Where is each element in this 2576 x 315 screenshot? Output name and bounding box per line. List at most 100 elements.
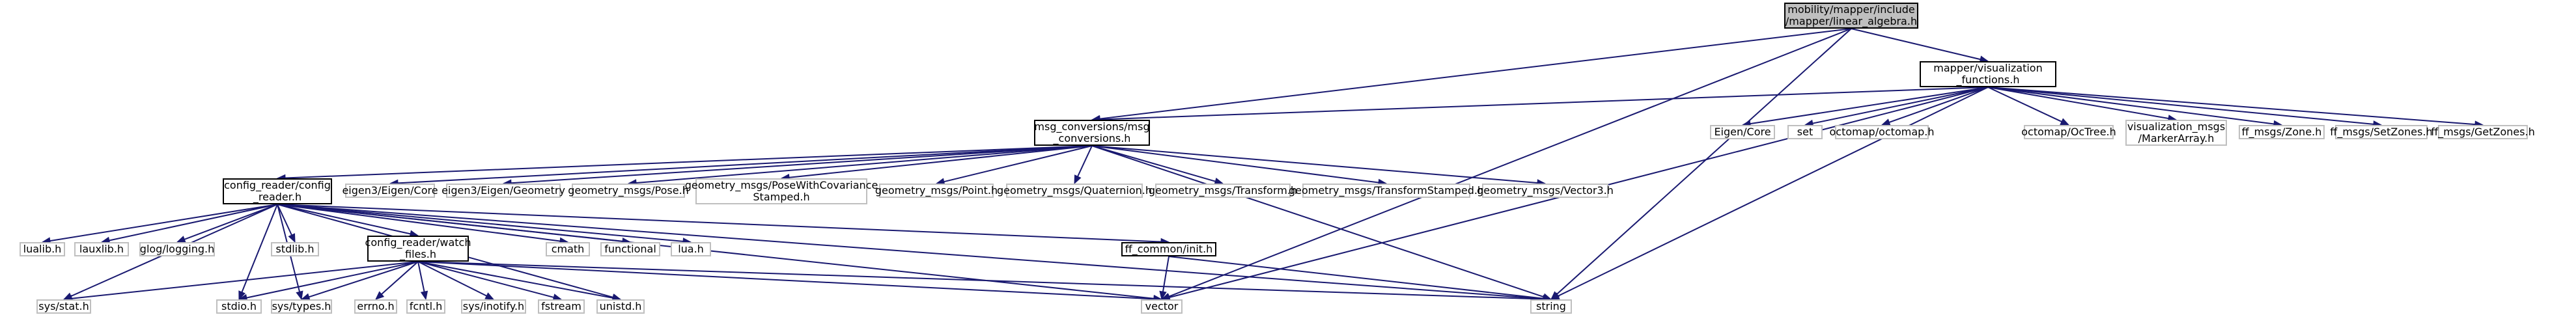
edge-msg-to-transform xyxy=(1091,145,1216,182)
edge-watch-to-systypes xyxy=(309,261,419,298)
node-cmath: cmath xyxy=(546,242,590,256)
edge-msg-to-cfg xyxy=(285,145,1093,179)
edge-cfg-to-watch xyxy=(277,204,411,235)
node-mapper-visualization-functions-h[interactable]: mapper/visualization _functions.h xyxy=(1920,61,2056,87)
edge-root-to-vector xyxy=(1168,28,1852,297)
edge-cfg-to-luah xyxy=(277,204,684,242)
node-fstream: fstream xyxy=(538,299,585,314)
edge-root-to-string xyxy=(1556,28,1852,295)
edge-watch-to-fstream xyxy=(417,261,554,298)
edge-vis-to-marker xyxy=(1987,87,2169,119)
node-geometry-msgs-pose-h: geometry_msgs/Pose.h xyxy=(568,184,689,198)
node-geometry-msgs-point-h: geometry_msgs/Point.h xyxy=(875,184,998,198)
edge-cfg-to-glog xyxy=(184,204,278,240)
edge-vis-to-set xyxy=(1812,87,1989,124)
edge-cfg-to-cmath xyxy=(277,204,561,242)
node-eigen3-eigen-core: eigen3/Eigen/Core xyxy=(342,184,438,198)
node-ff-common-init-h[interactable]: ff_common/init.h xyxy=(1121,242,1216,256)
edge-msg-to-point xyxy=(944,145,1093,183)
edge-ffinit-to-vector xyxy=(1162,256,1169,292)
edge-msg-to-vector3 xyxy=(1091,145,1538,184)
edge-watch-to-stdio xyxy=(246,261,419,299)
node-errno-h: errno.h xyxy=(354,299,397,314)
edge-vis-to-octomap xyxy=(1888,87,1989,123)
node-geometry-msgs-transform-h: geometry_msgs/Transform.h xyxy=(1148,184,1298,198)
node-octomap-octree-h: octomap/OcTree.h xyxy=(2021,125,2116,139)
edge-msg-to-tfstamped xyxy=(1091,145,1379,184)
arrowhead-ffinit-to-vector xyxy=(1159,290,1167,301)
node-string: string xyxy=(1530,299,1572,314)
node-octomap-octomap-h: octomap/octomap.h xyxy=(1829,125,1935,139)
edge-cfg-to-lauxlib xyxy=(109,204,278,241)
edge-vis-to-octree xyxy=(1987,87,2062,122)
node-unistd-h: unistd.h xyxy=(596,299,645,314)
node-ff-msgs-zone-h: ff_msgs/Zone.h xyxy=(2239,125,2325,139)
edge-vis-to-setzones xyxy=(1987,87,2374,125)
edge-cfg-to-string xyxy=(277,204,1544,300)
node-vector: vector xyxy=(1141,299,1183,314)
edge-msg-to-quat xyxy=(1077,145,1093,177)
edge-cfg-to-stdlib xyxy=(277,204,292,236)
node-stdlib-h: stdlib.h xyxy=(271,242,319,256)
node-geometry-msgs-vector3-h: geometry_msgs/Vector3.h xyxy=(1477,184,1614,198)
node-glog-logging-h: glog/logging.h xyxy=(139,242,215,256)
edge-vis-to-msg xyxy=(1099,87,1989,120)
edge-cfg-to-ffinit xyxy=(277,204,1162,243)
node-config-reader-config-reader-h[interactable]: config_reader/config _reader.h xyxy=(223,178,332,204)
dependency-edges xyxy=(41,28,2484,303)
arrowhead-watch-to-errno xyxy=(375,291,385,300)
arrowhead-watch-to-inotify xyxy=(484,292,495,300)
node-config-reader-watch-files-h[interactable]: config_reader/watch _files.h xyxy=(365,236,471,262)
arrowhead-vis-to-string xyxy=(1550,292,1560,300)
edge-vis-to-getzones xyxy=(1987,87,2476,126)
edge-vis-to-string xyxy=(1558,87,1989,297)
edge-watch-to-unistd xyxy=(417,261,613,299)
node-lua-h: lua.h xyxy=(671,242,711,256)
edge-root-to-vis xyxy=(1851,28,1981,61)
node-lauxlib-h: lauxlib.h xyxy=(74,242,129,256)
node-eigen-core: Eigen/Core xyxy=(1710,125,1775,139)
node-lualib-h: lualib.h xyxy=(20,242,65,256)
edge-root-to-msg xyxy=(1099,28,1852,120)
node-geometry-msgs-transformstamped-h: geometry_msgs/TransformStamped.h xyxy=(1288,184,1485,198)
node-set: set xyxy=(1787,125,1823,139)
node-eigen3-eigen-geometry: eigen3/Eigen/Geometry xyxy=(441,184,565,198)
node-sys-stat-h: sys/stat.h xyxy=(36,299,91,314)
node-fcntl-h: fcntl.h xyxy=(406,299,445,314)
arrowhead-cfg-to-stdlib xyxy=(288,233,296,243)
edge-cfg-to-stdio xyxy=(241,204,278,293)
node-geometry-msgs-quaternion-h: geometry_msgs/Quaternion.h xyxy=(996,184,1153,198)
edge-watch-to-errno xyxy=(381,261,419,295)
edge-vis-to-zone xyxy=(1987,87,2275,125)
arrowhead-msg-to-quat xyxy=(1074,174,1082,185)
node-msg-conversions-msg-conversions-h[interactable]: msg_conversions/msg _conversions.h xyxy=(1034,120,1150,146)
edge-msg-to-pose xyxy=(636,145,1093,184)
edge-cfg-to-vector xyxy=(277,204,1155,299)
edge-watch-to-sysstat xyxy=(71,261,419,299)
node-mobility-mapper-include-mapper-linear-algebra-h[interactable]: mobility/mapper/include /mapper/linear_a… xyxy=(1784,3,1918,29)
node-geometry-msgs-posewithcovariance-stamped-h: geometry_msgs/PoseWithCovariance Stamped… xyxy=(684,178,878,204)
edge-cfg-to-lualib xyxy=(49,204,278,242)
node-functional: functional xyxy=(600,242,660,256)
edge-watch-to-vector xyxy=(417,261,1155,300)
edge-watch-to-inotify xyxy=(417,261,487,297)
edge-vis-to-eigencore xyxy=(1750,87,1989,125)
node-stdio-h: stdio.h xyxy=(216,299,262,314)
node-ff-msgs-setzones-h: ff_msgs/SetZones.h xyxy=(2330,125,2433,139)
node-sys-inotify-h: sys/inotify.h xyxy=(461,299,526,314)
edge-msg-to-e3geom xyxy=(511,145,1093,184)
arrowhead-watch-to-fcntl xyxy=(420,290,428,301)
arrowhead-vis-to-octree xyxy=(2060,118,2070,126)
node-visualization-msgs-markerarray-h: visualization_msgs /MarkerArray.h xyxy=(2125,120,2227,146)
arrowhead-cfg-to-systypes xyxy=(296,290,303,301)
edge-msg-to-string xyxy=(1091,145,1544,298)
edge-watch-to-string xyxy=(417,261,1544,300)
node-sys-types-h: sys/types.h xyxy=(271,299,332,314)
node-ff-msgs-getzones-h: ff_msgs/GetZones.h xyxy=(2431,125,2535,139)
edge-msg-to-posecov xyxy=(789,145,1093,178)
edge-msg-to-e3core xyxy=(397,145,1093,184)
edge-watch-to-fcntl xyxy=(417,261,425,292)
arrowhead-cfg-to-stdio xyxy=(238,290,246,301)
edge-ffinit-to-string xyxy=(1168,256,1544,299)
